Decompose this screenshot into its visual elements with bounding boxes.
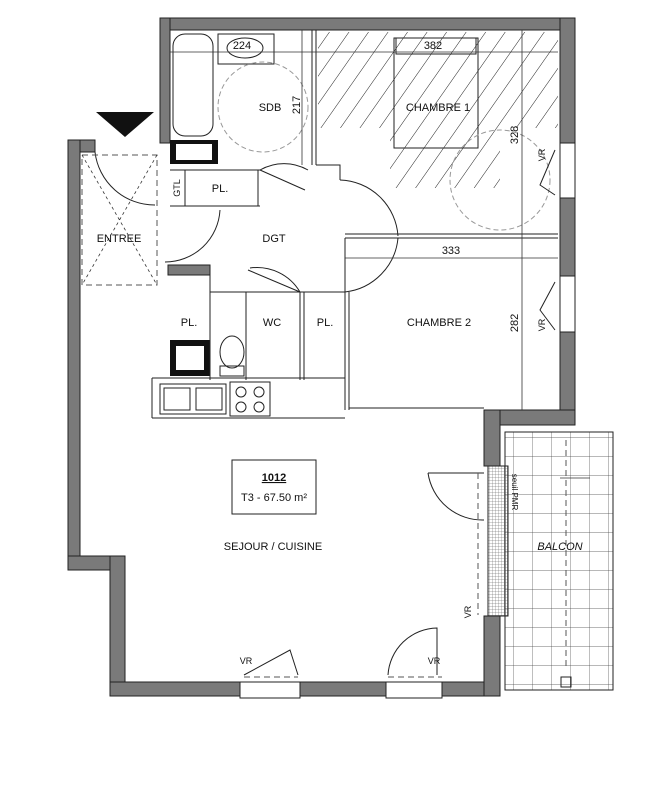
vr-label-sejour-bottom-right: VR: [428, 656, 441, 666]
dimension-lines: [170, 30, 590, 688]
threshold: [487, 465, 509, 617]
unit-type-area: T3 - 67.50 m²: [241, 492, 307, 504]
dim-sdb-height: 217: [291, 96, 303, 114]
vr-label-sejour-bottom-left: VR: [240, 656, 253, 666]
room-label-pl-right: PL.: [317, 317, 334, 329]
toilet: [219, 335, 245, 369]
kitchen-sink: [159, 383, 227, 415]
doors: [81, 142, 576, 699]
room-label-chambre2: CHAMBRE 2: [407, 317, 471, 329]
chambre1-hatch: [318, 32, 558, 188]
vr-label-sejour-right: VR: [463, 605, 473, 618]
room-label-chambre1: CHAMBRE 1: [406, 102, 470, 114]
dim-chambre1-height: 328: [509, 126, 521, 144]
vr-label-ch1: VR: [537, 148, 547, 161]
dim-chambre2-height: 282: [509, 314, 521, 332]
room-label-balcon: BALCON: [537, 541, 582, 553]
cooktop: [229, 381, 271, 417]
room-label-sdb: SDB: [259, 102, 282, 114]
room-label-pl-left: PL.: [181, 317, 198, 329]
room-label-dgt: DGT: [262, 233, 286, 245]
threshold-label: seuil PMR: [510, 474, 519, 511]
room-label-sejour: SEJOUR / CUISINE: [224, 541, 322, 553]
unit-number: 1012: [262, 472, 286, 484]
fixtures: [159, 33, 551, 515]
partitions: [151, 30, 558, 419]
dim-sdb-width: 224: [233, 40, 251, 52]
room-label-entree: ENTREE: [97, 233, 142, 245]
dim-chambre2-width: 333: [442, 245, 460, 257]
entrance-arrow-icon: [96, 112, 154, 137]
vr-label-ch2: VR: [537, 318, 547, 331]
label-gtl: GTL: [172, 179, 182, 197]
balcony-floor: [504, 431, 614, 691]
sink: [226, 37, 264, 59]
room-label-pl-gtl: PL.: [212, 183, 229, 195]
dim-chambre1-width: 382: [424, 40, 442, 52]
room-label-wc: WC: [263, 317, 281, 329]
walls: [67, 17, 576, 697]
bathtub: [172, 33, 214, 137]
